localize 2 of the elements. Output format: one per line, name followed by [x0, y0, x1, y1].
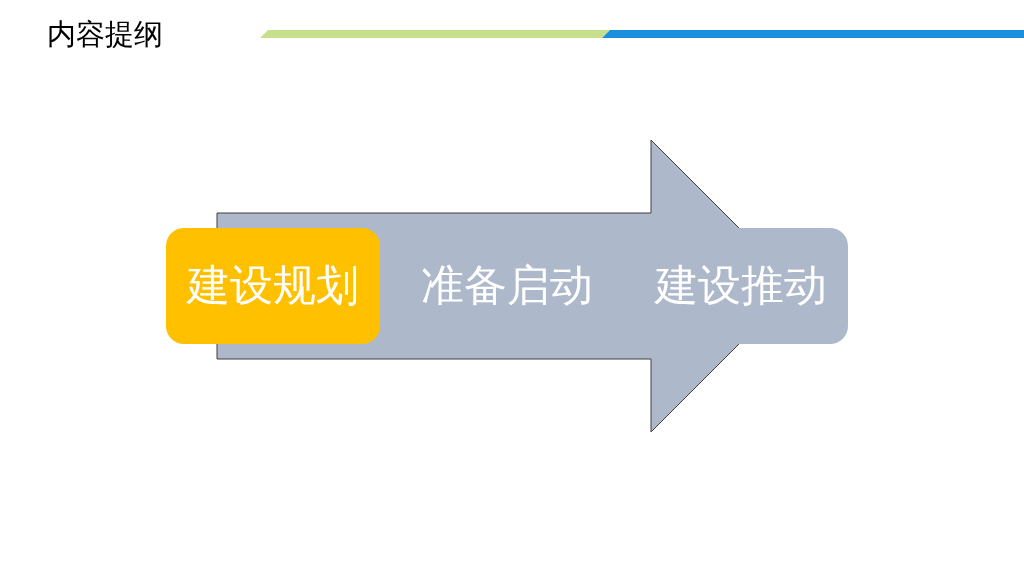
slide-title: 内容提纲 [47, 16, 163, 52]
step-box: 建设规划 [166, 228, 380, 344]
